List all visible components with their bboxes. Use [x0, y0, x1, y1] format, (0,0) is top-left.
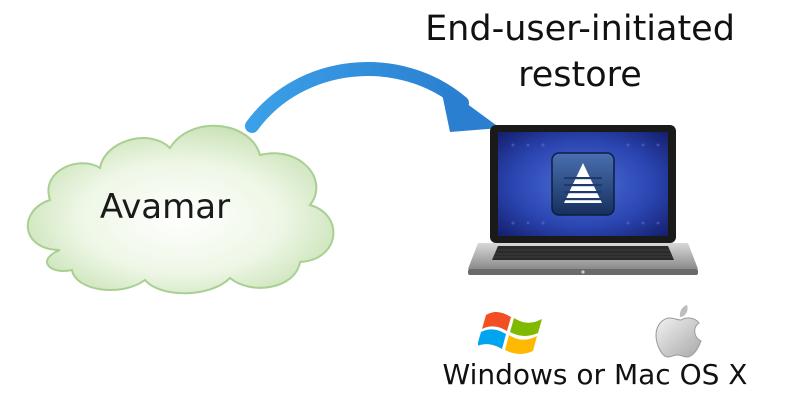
- laptop-icon: [468, 125, 698, 275]
- windows-logo-icon: [478, 311, 542, 354]
- avamar-logo-icon: [551, 152, 615, 216]
- diagram-title: End-user-initiated restore: [372, 6, 788, 98]
- title-line-2: restore: [518, 55, 642, 95]
- os-label: Windows or Mac OS X: [442, 358, 748, 391]
- cloud-icon: [26, 124, 335, 295]
- apple-logo-icon: [655, 305, 702, 358]
- cloud-label: Avamar: [99, 187, 231, 227]
- title-line-1: End-user-initiated: [425, 9, 735, 49]
